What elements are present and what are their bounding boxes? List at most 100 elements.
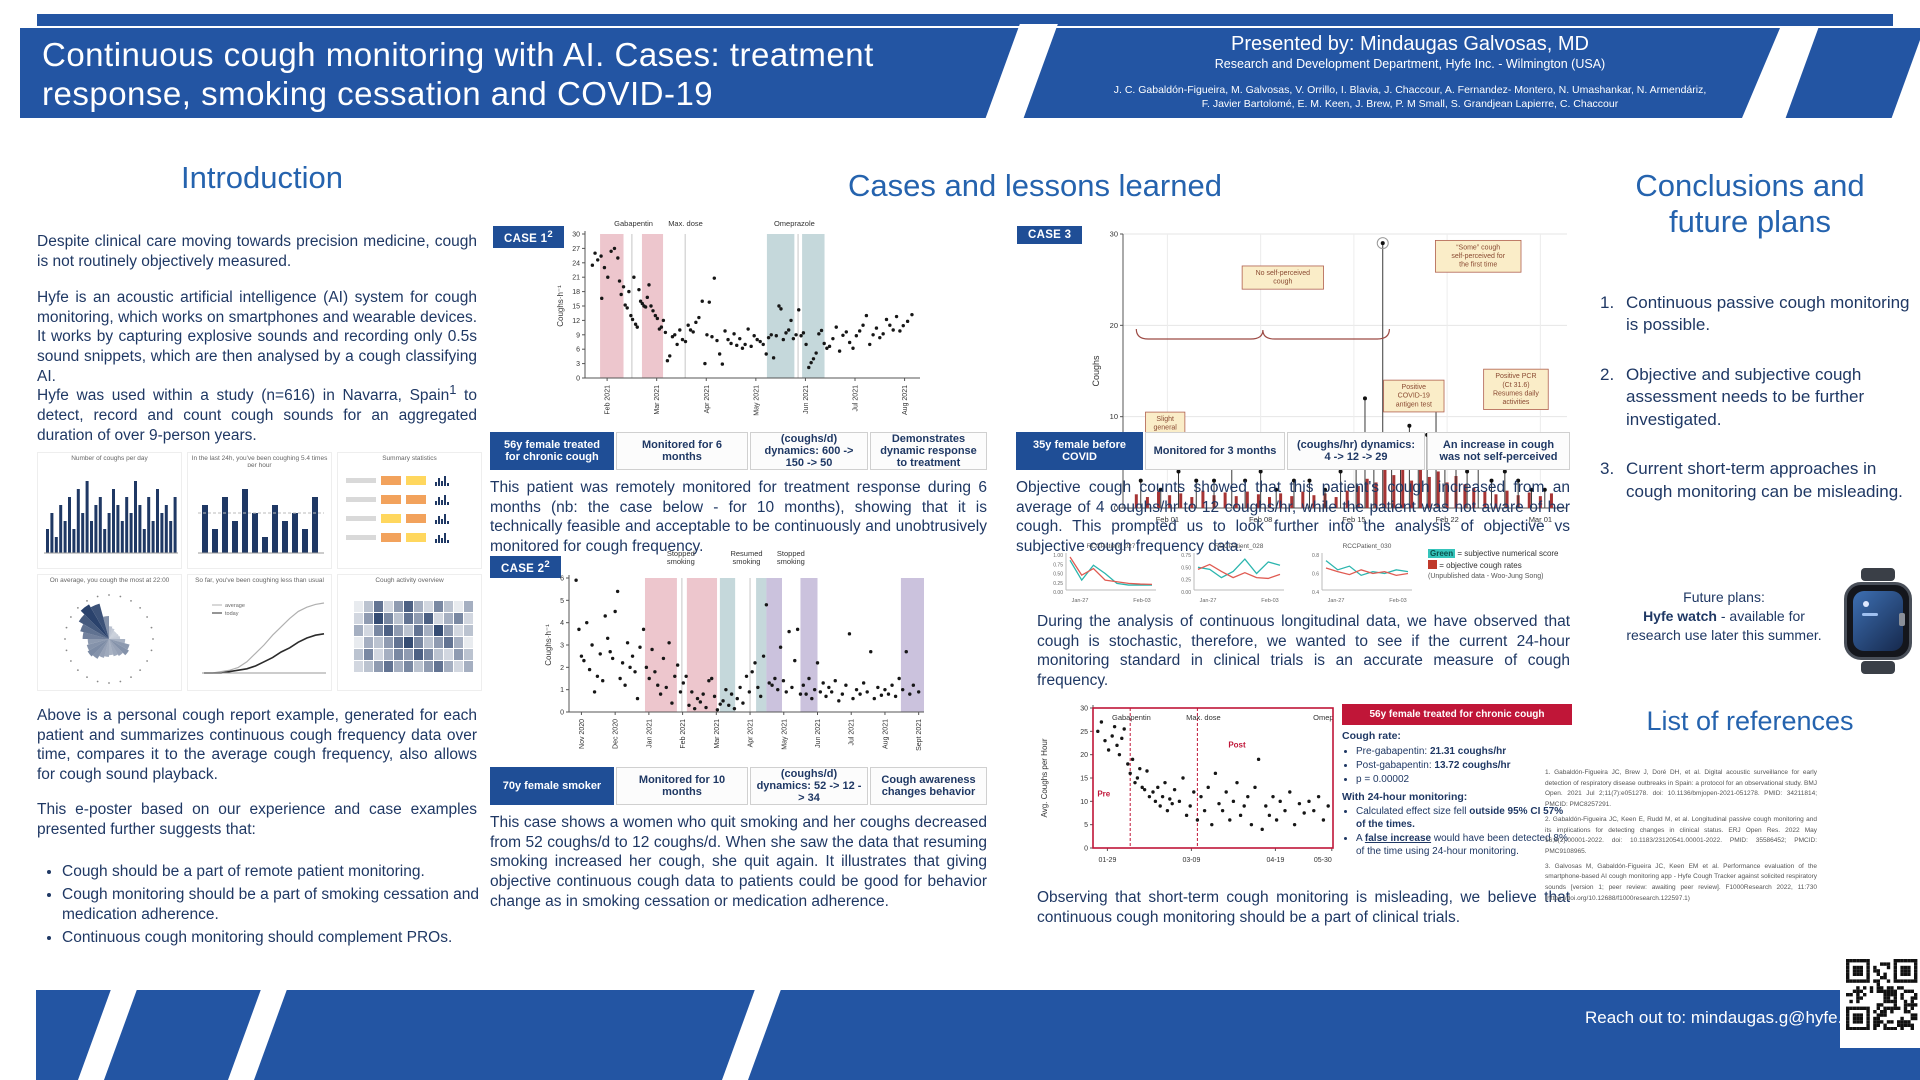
stat-false-increase: A false increase would have been detecte… bbox=[1356, 832, 1572, 858]
svg-text:Pre: Pre bbox=[1097, 790, 1110, 799]
svg-text:0.50: 0.50 bbox=[1181, 565, 1191, 571]
svg-text:Jul 2021: Jul 2021 bbox=[853, 385, 860, 412]
future-plans: Future plans: Hyfe watch - available for… bbox=[1626, 589, 1822, 643]
ref-superscript-1: 1 bbox=[449, 382, 457, 397]
svg-text:RCCPatient_028: RCCPatient_028 bbox=[1215, 543, 1264, 550]
svg-text:Gabapentin: Gabapentin bbox=[1112, 713, 1151, 722]
svg-text:Coughs·h⁻¹: Coughs·h⁻¹ bbox=[544, 624, 553, 666]
svg-text:0: 0 bbox=[576, 376, 580, 383]
svg-text:smoking: smoking bbox=[733, 557, 761, 566]
case3-patient-cell: 35y female before COVID bbox=[1016, 432, 1143, 470]
svg-text:6: 6 bbox=[576, 347, 580, 354]
stat-post: Post-gabapentin: 13.72 coughs/hr bbox=[1356, 759, 1572, 772]
svg-text:Avg. Coughs per Hour: Avg. Coughs per Hour bbox=[1040, 738, 1049, 817]
presenter-block: Presented by: Mindaugas Galvosas, MD Res… bbox=[1060, 33, 1760, 111]
report-panel-radial-clock: On average, you cough the most at 22:00 bbox=[37, 574, 182, 691]
case1-dynamics-cell: (coughs/d) dynamics: 600 -> 150 -> 50 bbox=[750, 432, 868, 470]
conclusion-2: 2.Objective and subjective cough assessm… bbox=[1600, 364, 1865, 429]
svg-text:No self-perceived: No self-perceived bbox=[1256, 270, 1311, 277]
rcc-legend: Green = subjective numerical score = obj… bbox=[1428, 548, 1573, 583]
svg-text:18: 18 bbox=[572, 289, 580, 296]
svg-text:Jan-27: Jan-27 bbox=[1200, 598, 1217, 604]
watch-face bbox=[1844, 582, 1912, 660]
intro-bullet-3: Continuous cough monitoring should compl… bbox=[62, 928, 499, 948]
case2-dynamics-cell: (coughs/d) dynamics: 52 -> 12 -> 34 bbox=[750, 767, 868, 805]
case1-duration-cell: Monitored for 6 months bbox=[616, 432, 748, 470]
reference-3: 3. Galvosas M, Gabaldón-Figueira JC, Kee… bbox=[1545, 862, 1817, 902]
case1-lesson-cell: Demonstrates dynamic response to treatme… bbox=[870, 432, 987, 470]
watch-strap-top bbox=[1861, 568, 1895, 581]
report-panel-summary-stats: Summary statistics bbox=[337, 452, 482, 569]
svg-text:Feb-03: Feb-03 bbox=[1261, 598, 1278, 604]
svg-text:0.00: 0.00 bbox=[1053, 590, 1063, 596]
svg-text:30: 30 bbox=[1110, 230, 1118, 239]
stat-pre: Pre-gabapentin: 21.31 coughs/hr bbox=[1356, 745, 1572, 758]
svg-text:Aug 2021: Aug 2021 bbox=[882, 719, 889, 749]
svg-text:Stopped: Stopped bbox=[667, 549, 695, 558]
header-band bbox=[20, 28, 1780, 118]
svg-text:24: 24 bbox=[572, 260, 580, 267]
svg-text:30: 30 bbox=[1080, 706, 1088, 713]
watch-strap-bottom bbox=[1861, 661, 1895, 674]
case2-summary-row: 70y female smoker Monitored for 10 month… bbox=[490, 767, 987, 805]
stat-effect: Calculated effect size fell outside 95% … bbox=[1356, 805, 1572, 831]
svg-text:RCCPatient_027: RCCPatient_027 bbox=[1087, 543, 1136, 550]
svg-text:Feb-03: Feb-03 bbox=[1389, 598, 1406, 604]
svg-text:0.75: 0.75 bbox=[1181, 553, 1191, 559]
intro-paragraph-2: Hyfe is an acoustic artificial intellige… bbox=[37, 289, 477, 385]
svg-text:10: 10 bbox=[1080, 799, 1088, 806]
svg-text:Positive: Positive bbox=[1402, 384, 1427, 391]
svg-text:Dec 2020: Dec 2020 bbox=[613, 719, 620, 749]
red-swatch-icon bbox=[1428, 560, 1437, 569]
svg-text:Jun 2021: Jun 2021 bbox=[815, 719, 822, 748]
svg-text:Aug 2021: Aug 2021 bbox=[902, 385, 909, 415]
case3-badge: CASE 3 bbox=[1017, 226, 1083, 244]
svg-text:Feb 2021: Feb 2021 bbox=[680, 719, 687, 749]
report-panel-24h-bars: In the last 24h, you've been coughing 5.… bbox=[187, 452, 332, 569]
svg-text:3: 3 bbox=[560, 643, 564, 650]
svg-text:cough: cough bbox=[1273, 279, 1292, 286]
svg-text:01-29: 01-29 bbox=[1098, 857, 1116, 864]
watch-screen bbox=[1853, 591, 1903, 651]
svg-text:27: 27 bbox=[572, 246, 580, 253]
svg-text:12: 12 bbox=[572, 318, 580, 325]
intro-bullet-1: Cough should be a part of remote patient… bbox=[62, 862, 499, 882]
svg-text:20: 20 bbox=[1110, 321, 1118, 330]
case3-summary-row: 35y female before COVID Monitored for 3 … bbox=[1016, 432, 1570, 470]
svg-text:0.75: 0.75 bbox=[1053, 562, 1063, 568]
svg-text:Feb-03: Feb-03 bbox=[1133, 598, 1150, 604]
report-panel-heatmap: Cough activity overview bbox=[337, 574, 482, 691]
legend-note: (Unpublished data - Woo-Jung Song) bbox=[1428, 573, 1544, 580]
conclusions-title: Conclusions and future plans bbox=[1635, 168, 1865, 239]
svg-text:the first time: the first time bbox=[1459, 262, 1497, 269]
intro-title: Introduction bbox=[181, 160, 343, 195]
svg-text:0: 0 bbox=[560, 710, 564, 717]
svg-text:04-19: 04-19 bbox=[1266, 857, 1284, 864]
svg-text:20: 20 bbox=[1080, 752, 1088, 759]
case2-lesson-cell: Cough awareness changes behavior bbox=[870, 767, 987, 805]
svg-text:Max. dose: Max. dose bbox=[1186, 713, 1221, 722]
svg-text:today: today bbox=[225, 611, 239, 617]
svg-text:COVID-19: COVID-19 bbox=[1398, 393, 1430, 400]
svg-text:Apr 2021: Apr 2021 bbox=[748, 719, 755, 748]
svg-text:Nov 2020: Nov 2020 bbox=[579, 719, 586, 749]
svg-text:Mar 2021: Mar 2021 bbox=[714, 719, 721, 749]
svg-text:05-30: 05-30 bbox=[1314, 857, 1332, 864]
svg-text:1.00: 1.00 bbox=[1053, 553, 1063, 559]
svg-text:30: 30 bbox=[572, 232, 580, 239]
contact-email: Reach out to: mindaugas.g@hyfe.ai bbox=[1585, 1008, 1856, 1027]
report-panel-cumulative: So far, you've been coughing less than u… bbox=[187, 574, 332, 691]
header-corner-parallelogram bbox=[1785, 28, 1920, 118]
footer-slash-2 bbox=[226, 988, 288, 1080]
cough-report-figure: Number of coughs per day In the last 24h… bbox=[37, 452, 482, 691]
svg-text:Jan 2021: Jan 2021 bbox=[646, 719, 653, 748]
svg-text:9: 9 bbox=[576, 332, 580, 339]
conclusions-list: 1.Continuous passive cough monitoring is… bbox=[1600, 292, 1915, 530]
svg-text:0.4: 0.4 bbox=[1312, 590, 1319, 596]
case2-patient-cell: 70y female smoker bbox=[490, 767, 614, 805]
svg-text:May 2021: May 2021 bbox=[753, 385, 760, 416]
svg-text:0.8: 0.8 bbox=[1312, 553, 1319, 559]
